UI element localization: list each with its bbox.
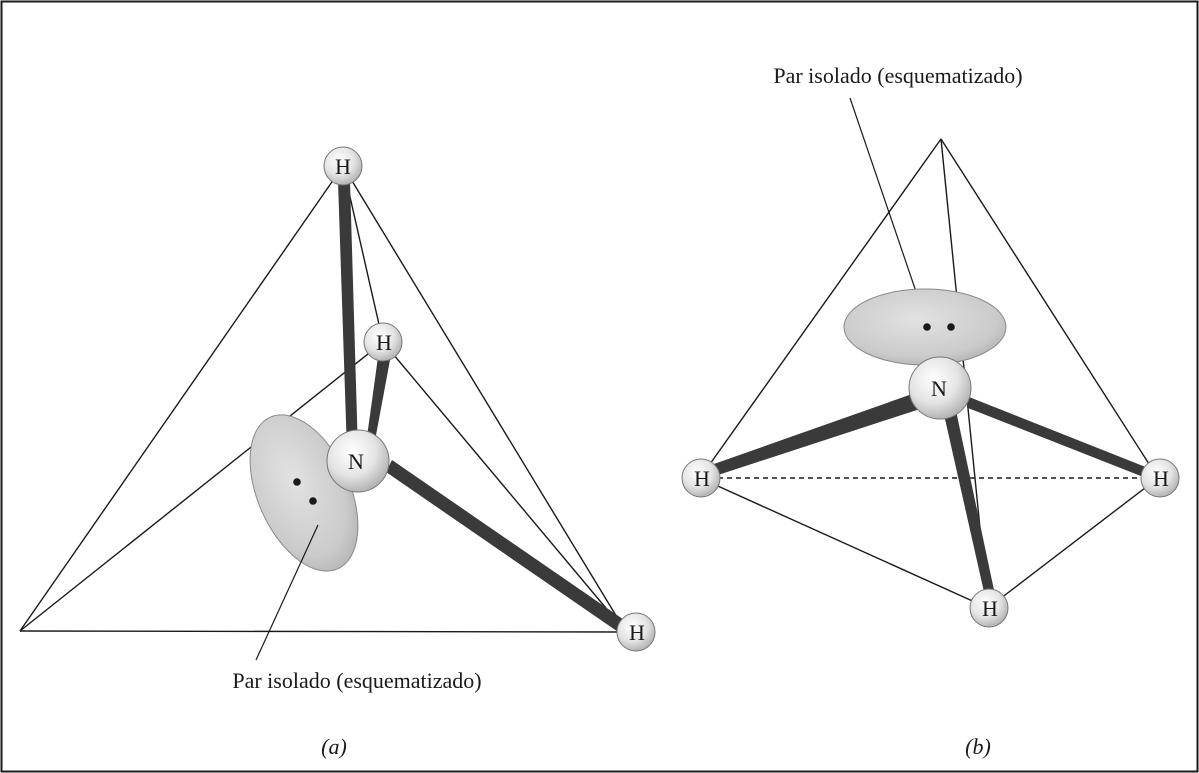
atom-h: H <box>323 146 363 186</box>
electron-dot <box>923 323 931 331</box>
panel-b-caption: (b) <box>965 734 991 759</box>
edge-a-mid-right <box>382 341 627 633</box>
panel-a: H H N H Par isolado (esquematizado) (a) <box>19 146 656 759</box>
panel-a-bonds <box>338 181 630 636</box>
edge-a-top-right <box>342 165 627 633</box>
atom-n-label: N <box>931 376 947 401</box>
panel-a-tetrahedron-edges <box>19 165 627 633</box>
atom-n-label: N <box>348 449 364 474</box>
edge-a-left-right <box>19 630 627 633</box>
panel-a-caption: (a) <box>321 734 347 759</box>
lone-pair-leader-line <box>255 524 319 661</box>
panel-b-atoms: N H H H <box>681 356 1180 628</box>
lone-pair-label: Par isolado (esquematizado) <box>232 668 481 693</box>
bond-n-h-bottom <box>943 406 994 592</box>
atom-h-label: H <box>982 596 998 621</box>
atom-h-label: H <box>629 620 645 645</box>
atom-h: H <box>616 612 656 652</box>
edge-b-left-bottom <box>699 477 989 609</box>
atom-h: H <box>681 458 721 498</box>
electron-dot <box>293 478 301 486</box>
atom-h: H <box>1140 458 1180 498</box>
lone-pair-label: Par isolado (esquematizado) <box>773 63 1022 88</box>
atom-h: H <box>363 322 403 362</box>
bond-n-h-top <box>338 181 358 452</box>
atom-h-label: H <box>376 330 392 355</box>
lone-pair-leader-line <box>849 97 926 319</box>
atom-h-label: H <box>1153 466 1169 491</box>
electron-dot <box>309 497 317 505</box>
panel-a-atoms: H H N H <box>323 146 656 652</box>
atom-h-label: H <box>694 466 710 491</box>
bond-n-h-left <box>714 393 920 476</box>
panel-b-bonds <box>714 393 1148 592</box>
atom-n: N <box>326 429 390 493</box>
edge-b-apex-left <box>699 138 942 479</box>
panel-b: N H H H Par isolado (esquematizado) (b) <box>681 63 1180 759</box>
bond-n-h-right <box>386 460 630 636</box>
edge-b-apex-right <box>940 138 1159 479</box>
edge-a-top-left <box>19 165 344 632</box>
bond-n-h-mid <box>366 357 390 446</box>
edge-a-mid-left <box>19 341 384 632</box>
edge-b-right-bottom <box>987 477 1159 609</box>
panel-b-lone-pair <box>843 288 1007 366</box>
electron-dot <box>947 323 955 331</box>
atom-h-label: H <box>335 154 351 179</box>
atom-h: H <box>969 588 1009 628</box>
bond-n-h-right <box>964 395 1148 478</box>
atom-n: N <box>908 356 972 420</box>
